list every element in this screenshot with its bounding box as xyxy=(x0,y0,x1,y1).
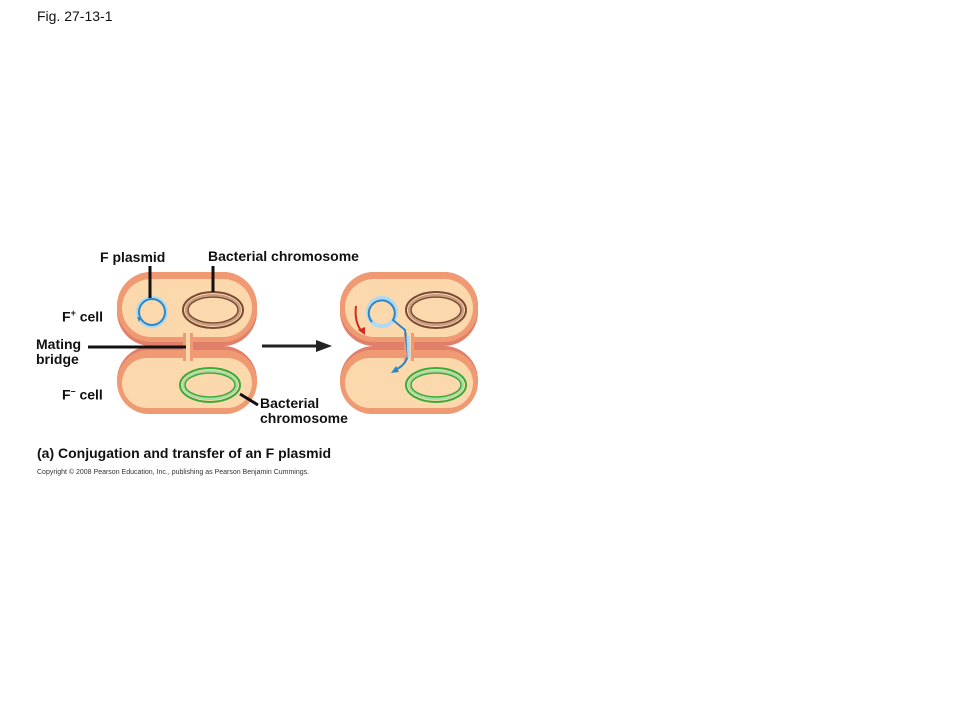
bacterial-chromosome-right-bottom xyxy=(405,367,467,403)
chromosome-bottom-leader xyxy=(239,392,259,407)
f-plus-cell-label: F+ cell xyxy=(62,308,104,325)
f-minus-cell-label: F– cell xyxy=(62,386,103,403)
bacterial-chromosome-left-bottom xyxy=(179,367,241,403)
bacterial-chromosome-top-label: Bacterial chromosome xyxy=(208,248,359,264)
f-plasmid-transfer xyxy=(366,296,411,373)
mating-bridge-label: Mating bridge xyxy=(36,336,82,367)
figure-id: Fig. 27-13-1 xyxy=(37,8,113,24)
bacterial-chromosome-bottom-label: Bacterial chromosome xyxy=(260,395,348,426)
bacterial-chromosome-right-top xyxy=(405,291,467,329)
figure-caption: (a) Conjugation and transfer of an F pla… xyxy=(37,445,332,461)
copyright-notice: Copyright © 2008 Pearson Education, Inc.… xyxy=(37,469,310,476)
f-plasmid-left xyxy=(136,296,168,328)
mating-bridge xyxy=(183,333,193,361)
process-arrow xyxy=(262,340,332,352)
rolling-circle-arrow xyxy=(354,305,365,335)
f-plasmid-label: F plasmid xyxy=(100,249,166,265)
